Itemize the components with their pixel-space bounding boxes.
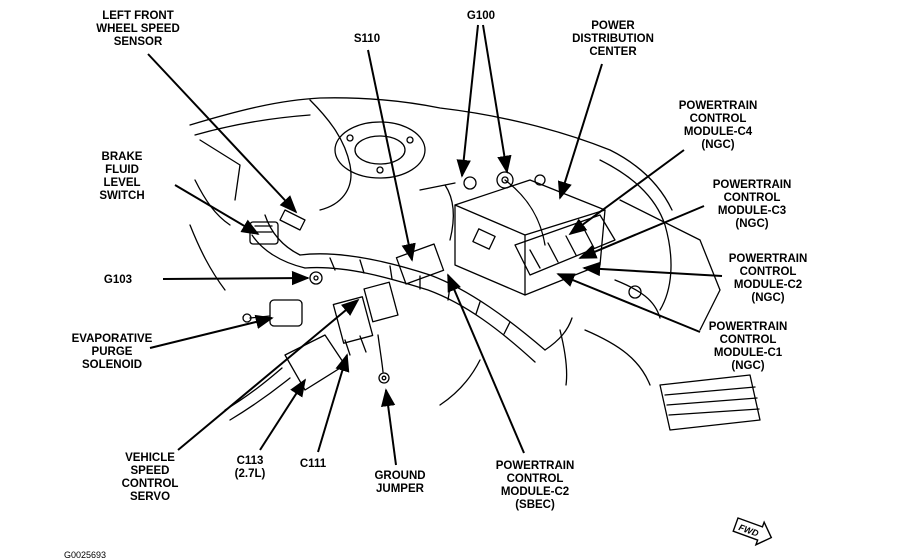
label-line: MODULE-C1 (714, 347, 783, 359)
label-line: SWITCH (99, 190, 144, 202)
label-line: BRAKE (102, 151, 143, 163)
label-line: (NGC) (751, 292, 784, 304)
label-line: S110 (354, 33, 380, 45)
label-line: GROUND (374, 470, 425, 482)
label-line: CONTROL (690, 113, 747, 125)
label-line: VEHICLE (125, 452, 175, 464)
label-line: CONTROL (724, 192, 781, 204)
label-line: CENTER (589, 46, 637, 58)
label-line: SPEED (131, 465, 170, 477)
label-g103: G103 (104, 274, 132, 286)
label-line: SOLENOID (82, 359, 142, 371)
label-line: G100 (467, 10, 495, 22)
label-line: MODULE-C2 (734, 279, 802, 291)
label-line: PURGE (92, 346, 133, 358)
label-s110: S110 (354, 33, 380, 45)
label-line: (SBEC) (515, 499, 555, 511)
label-g100: G100 (467, 10, 495, 22)
label-line: LEVEL (103, 177, 140, 189)
label-line: MODULE-C4 (684, 126, 753, 138)
callout-leaders (147, 24, 723, 466)
forward-arrow-icon (732, 517, 773, 547)
label-line: JUMPER (376, 483, 425, 495)
label-line: LEFT FRONT (102, 10, 174, 22)
label-line: CONTROL (122, 478, 179, 490)
label-line: POWERTRAIN (713, 179, 792, 191)
label-line: POWERTRAIN (709, 321, 788, 333)
label-line: POWERTRAIN (496, 460, 575, 472)
label-line: POWER (591, 20, 635, 32)
label-line: G103 (104, 274, 132, 286)
label-line: (NGC) (731, 360, 764, 372)
label-line: C111 (300, 458, 327, 470)
label-line: WHEEL SPEED (96, 23, 180, 35)
label-line: MODULE-C3 (718, 205, 786, 217)
label-line: (NGC) (735, 218, 768, 230)
label-line: (2.7L) (235, 468, 266, 480)
label-line: SENSOR (114, 36, 163, 48)
label-line: (NGC) (701, 139, 734, 151)
label-line: CONTROL (720, 334, 777, 346)
label-c111: C111 (300, 458, 327, 470)
engine-artwork (189, 97, 761, 431)
label-line: C113 (237, 455, 264, 467)
label-line: POWERTRAIN (679, 100, 758, 112)
label-line: FLUID (105, 164, 139, 176)
label-line: CONTROL (507, 473, 564, 485)
forward-indicator: FWD (732, 517, 773, 547)
label-line: POWERTRAIN (729, 253, 808, 265)
label-line: CONTROL (740, 266, 797, 278)
label-line: SERVO (130, 491, 170, 503)
label-line: DISTRIBUTION (572, 33, 654, 45)
label-line: EVAPORATIVE (72, 333, 153, 345)
figure-id: G0025693 (64, 550, 106, 560)
label-c113: C113(2.7L) (235, 455, 266, 480)
label-line: MODULE-C2 (501, 486, 569, 498)
